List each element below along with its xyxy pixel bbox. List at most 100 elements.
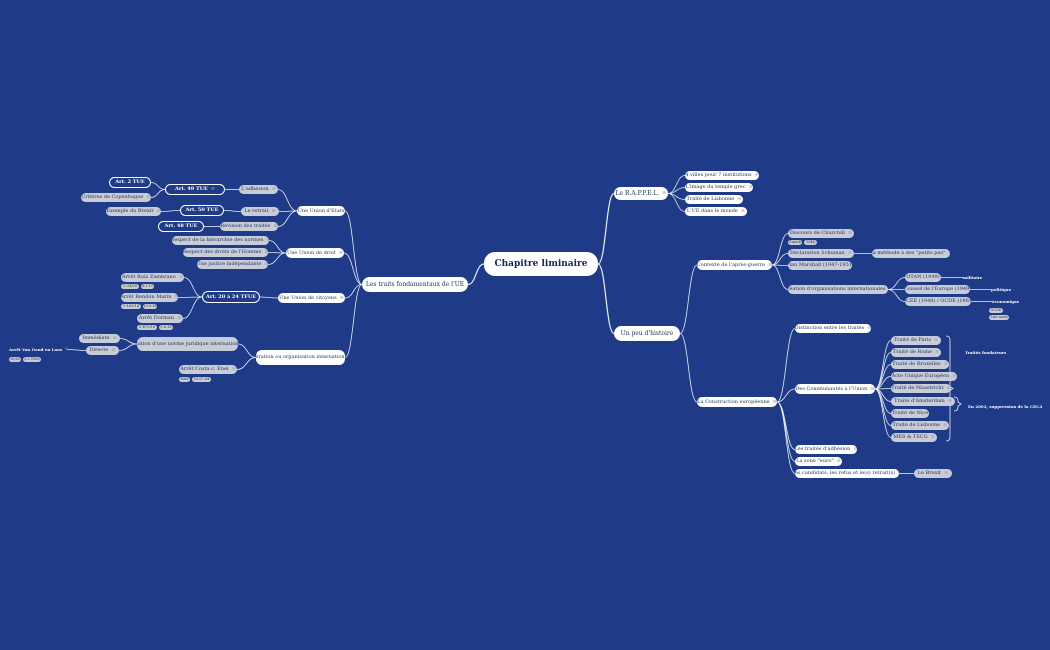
- topic-r4[interactable]: L'UE dans le monde≡: [685, 207, 747, 216]
- note-icon: ≡: [947, 398, 952, 404]
- topic-distinction[interactable]: Distinction entre les traités≡: [795, 324, 871, 333]
- topic-citoyens[interactable]: Une Union de citoyens≡: [278, 293, 345, 303]
- topic-churchill[interactable]: Discours de Churchill≡: [788, 229, 854, 238]
- topic-droitsh[interactable]: Respect des droits de l'Homme≡: [183, 248, 268, 257]
- topic-label: Traités fondateurs: [965, 349, 1007, 355]
- topic-etats[interactable]: Une Union d'États: [297, 206, 345, 216]
- connector-communautes-lisbonne: [874, 388, 892, 426]
- topic-label: Arrêt Rendón Marín: [121, 294, 172, 300]
- topic-methode[interactable]: La méthode à des "petits pas"≡: [872, 249, 950, 258]
- topic-art2[interactable]: Art. 2 TUE: [109, 177, 151, 188]
- topic-justice[interactable]: Une justice indépendante≡: [197, 260, 268, 269]
- topic-art50[interactable]: Art. 50 TUE: [180, 205, 224, 216]
- topic-r3[interactable]: Traité de Lisbonne≡: [685, 195, 743, 204]
- topic-label: Exemple du Brexit: [106, 208, 154, 214]
- topic-label: La méthode à des "petits pas": [872, 250, 946, 256]
- topic-lisbonne[interactable]: Traité de Lisbonne≡: [891, 421, 949, 430]
- connector-creation-oece: [887, 289, 906, 302]
- topic-art20[interactable]: Art. 20 à 24 TFUE: [202, 291, 260, 303]
- topic-politique: politique: [991, 286, 1021, 293]
- topic-label: Des Communautés à l'Union: [795, 385, 868, 392]
- topic-acte[interactable]: Acte Unique Européen≡: [891, 372, 957, 381]
- topic-rappel[interactable]: Le R.A.P.P.E.L.≡: [614, 187, 668, 200]
- connector-traits-confed: [344, 284, 363, 358]
- topic-art48[interactable]: Art. 48 TUE: [158, 221, 204, 232]
- topic-histoire[interactable]: Un peu d'histoire: [614, 326, 680, 341]
- connector-communautes-mes: [874, 388, 892, 438]
- topic-label: OCEE (1948) / OCDE (1961): [905, 298, 971, 304]
- topic-label: Art. 2 TUE: [115, 179, 145, 185]
- note-icon: ≡: [836, 458, 841, 464]
- topic-paris[interactable]: Traité de Paris≡: [891, 336, 941, 345]
- note-icon: ≡: [65, 347, 67, 352]
- connector-ctx-schuman: [771, 253, 789, 266]
- topic-directe[interactable]: Directe≡: [86, 346, 119, 355]
- topic-marshall[interactable]: Plan Marshall (1947-1951): [788, 261, 852, 270]
- topic-exbrexit[interactable]: Exemple du Brexit≡: [106, 207, 161, 216]
- topic-label: Art. 48 TUE: [164, 223, 198, 229]
- topic-immediate[interactable]: Immédiate≡: [79, 334, 120, 343]
- topic-r1[interactable]: 4 villes pour 7 institutions≡: [685, 171, 759, 180]
- topic-revision[interactable]: Révision des traités≡: [220, 222, 278, 231]
- topic-label: Art. 50 TUE: [185, 207, 219, 213]
- topic-schuman[interactable]: Déclaration Schuman≡: [788, 249, 854, 258]
- label-tag: 26/62: [9, 357, 21, 362]
- connector-art49-art2: [150, 182, 166, 190]
- topic-dorman[interactable]: Arrêt Dorman≡: [137, 314, 183, 323]
- topic-label: Immédiate: [82, 335, 110, 341]
- topic-militaire: militaire: [963, 274, 993, 281]
- topic-otan[interactable]: OTAN (1949): [905, 273, 941, 282]
- topic-label: En 2002, suppression de la CECA: [968, 403, 1042, 409]
- note-icon: ≡: [952, 373, 957, 379]
- topic-conseil[interactable]: Conseil de l'Europe (1949): [905, 285, 970, 294]
- topic-rome[interactable]: Traité de Rome≡: [891, 348, 941, 357]
- topic-application[interactable]: Application d'une norme juridique intern…: [137, 337, 238, 351]
- topic-amsterdam[interactable]: Traité d'Amsterdam≡: [891, 397, 955, 406]
- topic-costa[interactable]: Arrêt Costa c. Enel≡: [179, 365, 237, 374]
- topic-construction[interactable]: La Construction européenne≡: [697, 397, 777, 407]
- topic-confed[interactable]: Confédération ou organisation internatio…: [256, 350, 345, 365]
- topic-bruxelles[interactable]: Traité de Bruxelles≡: [891, 360, 949, 369]
- note-icon: ≡: [740, 208, 746, 214]
- topic-maastricht[interactable]: Traité de Maastricht≡: [891, 384, 951, 393]
- note-icon: ≡: [112, 335, 117, 341]
- label-tag: OCDE: [989, 308, 1003, 313]
- topic-rottman[interactable]: Arrêt Rendón Marín≡: [121, 293, 178, 302]
- topic-droit[interactable]: Une Union de droit≡: [286, 248, 344, 258]
- central-topic[interactable]: Chapitre liminaire: [484, 252, 598, 276]
- topic-brexit[interactable]: Le Brexit≡: [914, 469, 952, 478]
- topic-retrait[interactable]: Le retrait≡: [241, 207, 279, 216]
- note-icon: ≡: [898, 471, 899, 476]
- connector-etats-adhesion2: [277, 189, 298, 212]
- topic-label: Plan Marshall (1947-1951): [788, 262, 852, 268]
- topic-adhesion[interactable]: Les traités d'adhésion≡: [795, 445, 857, 454]
- connector-construction-adhesion: [776, 401, 796, 450]
- topic-euro[interactable]: La zone "euro"≡: [795, 457, 842, 466]
- topic-art49[interactable]: Art. 49 TUE≡: [165, 184, 225, 195]
- connector-construction-euro: [776, 401, 796, 462]
- topic-traits[interactable]: Les traits fondamentaux de l'UE: [362, 277, 468, 292]
- topic-zambrano[interactable]: Arrêt Ruiz Zambrano≡: [121, 273, 184, 282]
- connector-application-directe: [118, 343, 138, 351]
- topic-adhesion2[interactable]: L'adhésion≡: [239, 185, 278, 194]
- note-icon: ≡: [754, 172, 759, 178]
- connector-construction-candidats: [776, 401, 796, 474]
- topic-candidats[interactable]: Les candidats, les refus et le(s) retrai…: [795, 469, 899, 478]
- topic-nice[interactable]: Traité de Nice: [891, 409, 929, 418]
- topic-copenhague[interactable]: Critères de Copenhague≡: [81, 193, 151, 202]
- topic-creation[interactable]: Création d'organisations internationales…: [788, 285, 888, 294]
- topic-oece[interactable]: OCEE (1948) / OCDE (1961): [905, 297, 971, 306]
- topic-label: 4 villes pour 7 institutions: [685, 172, 752, 178]
- topic-label: MES & TSCG: [893, 434, 928, 440]
- topic-label: Traité de Bruxelles: [892, 361, 941, 367]
- topic-communautes[interactable]: Des Communautés à l'Union≡: [795, 384, 875, 394]
- topic-hierarchie[interactable]: Respect de la hiérarchie des normes≡: [172, 236, 269, 245]
- topic-r2[interactable]: L'image du temple grec≡: [685, 183, 753, 192]
- connector-traits-droit: [343, 252, 363, 285]
- bracket-fondateurs: [945, 335, 954, 442]
- connector-retrait-art50: [223, 210, 242, 212]
- topic-ctx[interactable]: Contexte de l'après-guerre≡: [697, 260, 772, 270]
- connector-droit-justice: [267, 252, 287, 265]
- topic-mes[interactable]: MES & TSCG≡: [891, 433, 937, 442]
